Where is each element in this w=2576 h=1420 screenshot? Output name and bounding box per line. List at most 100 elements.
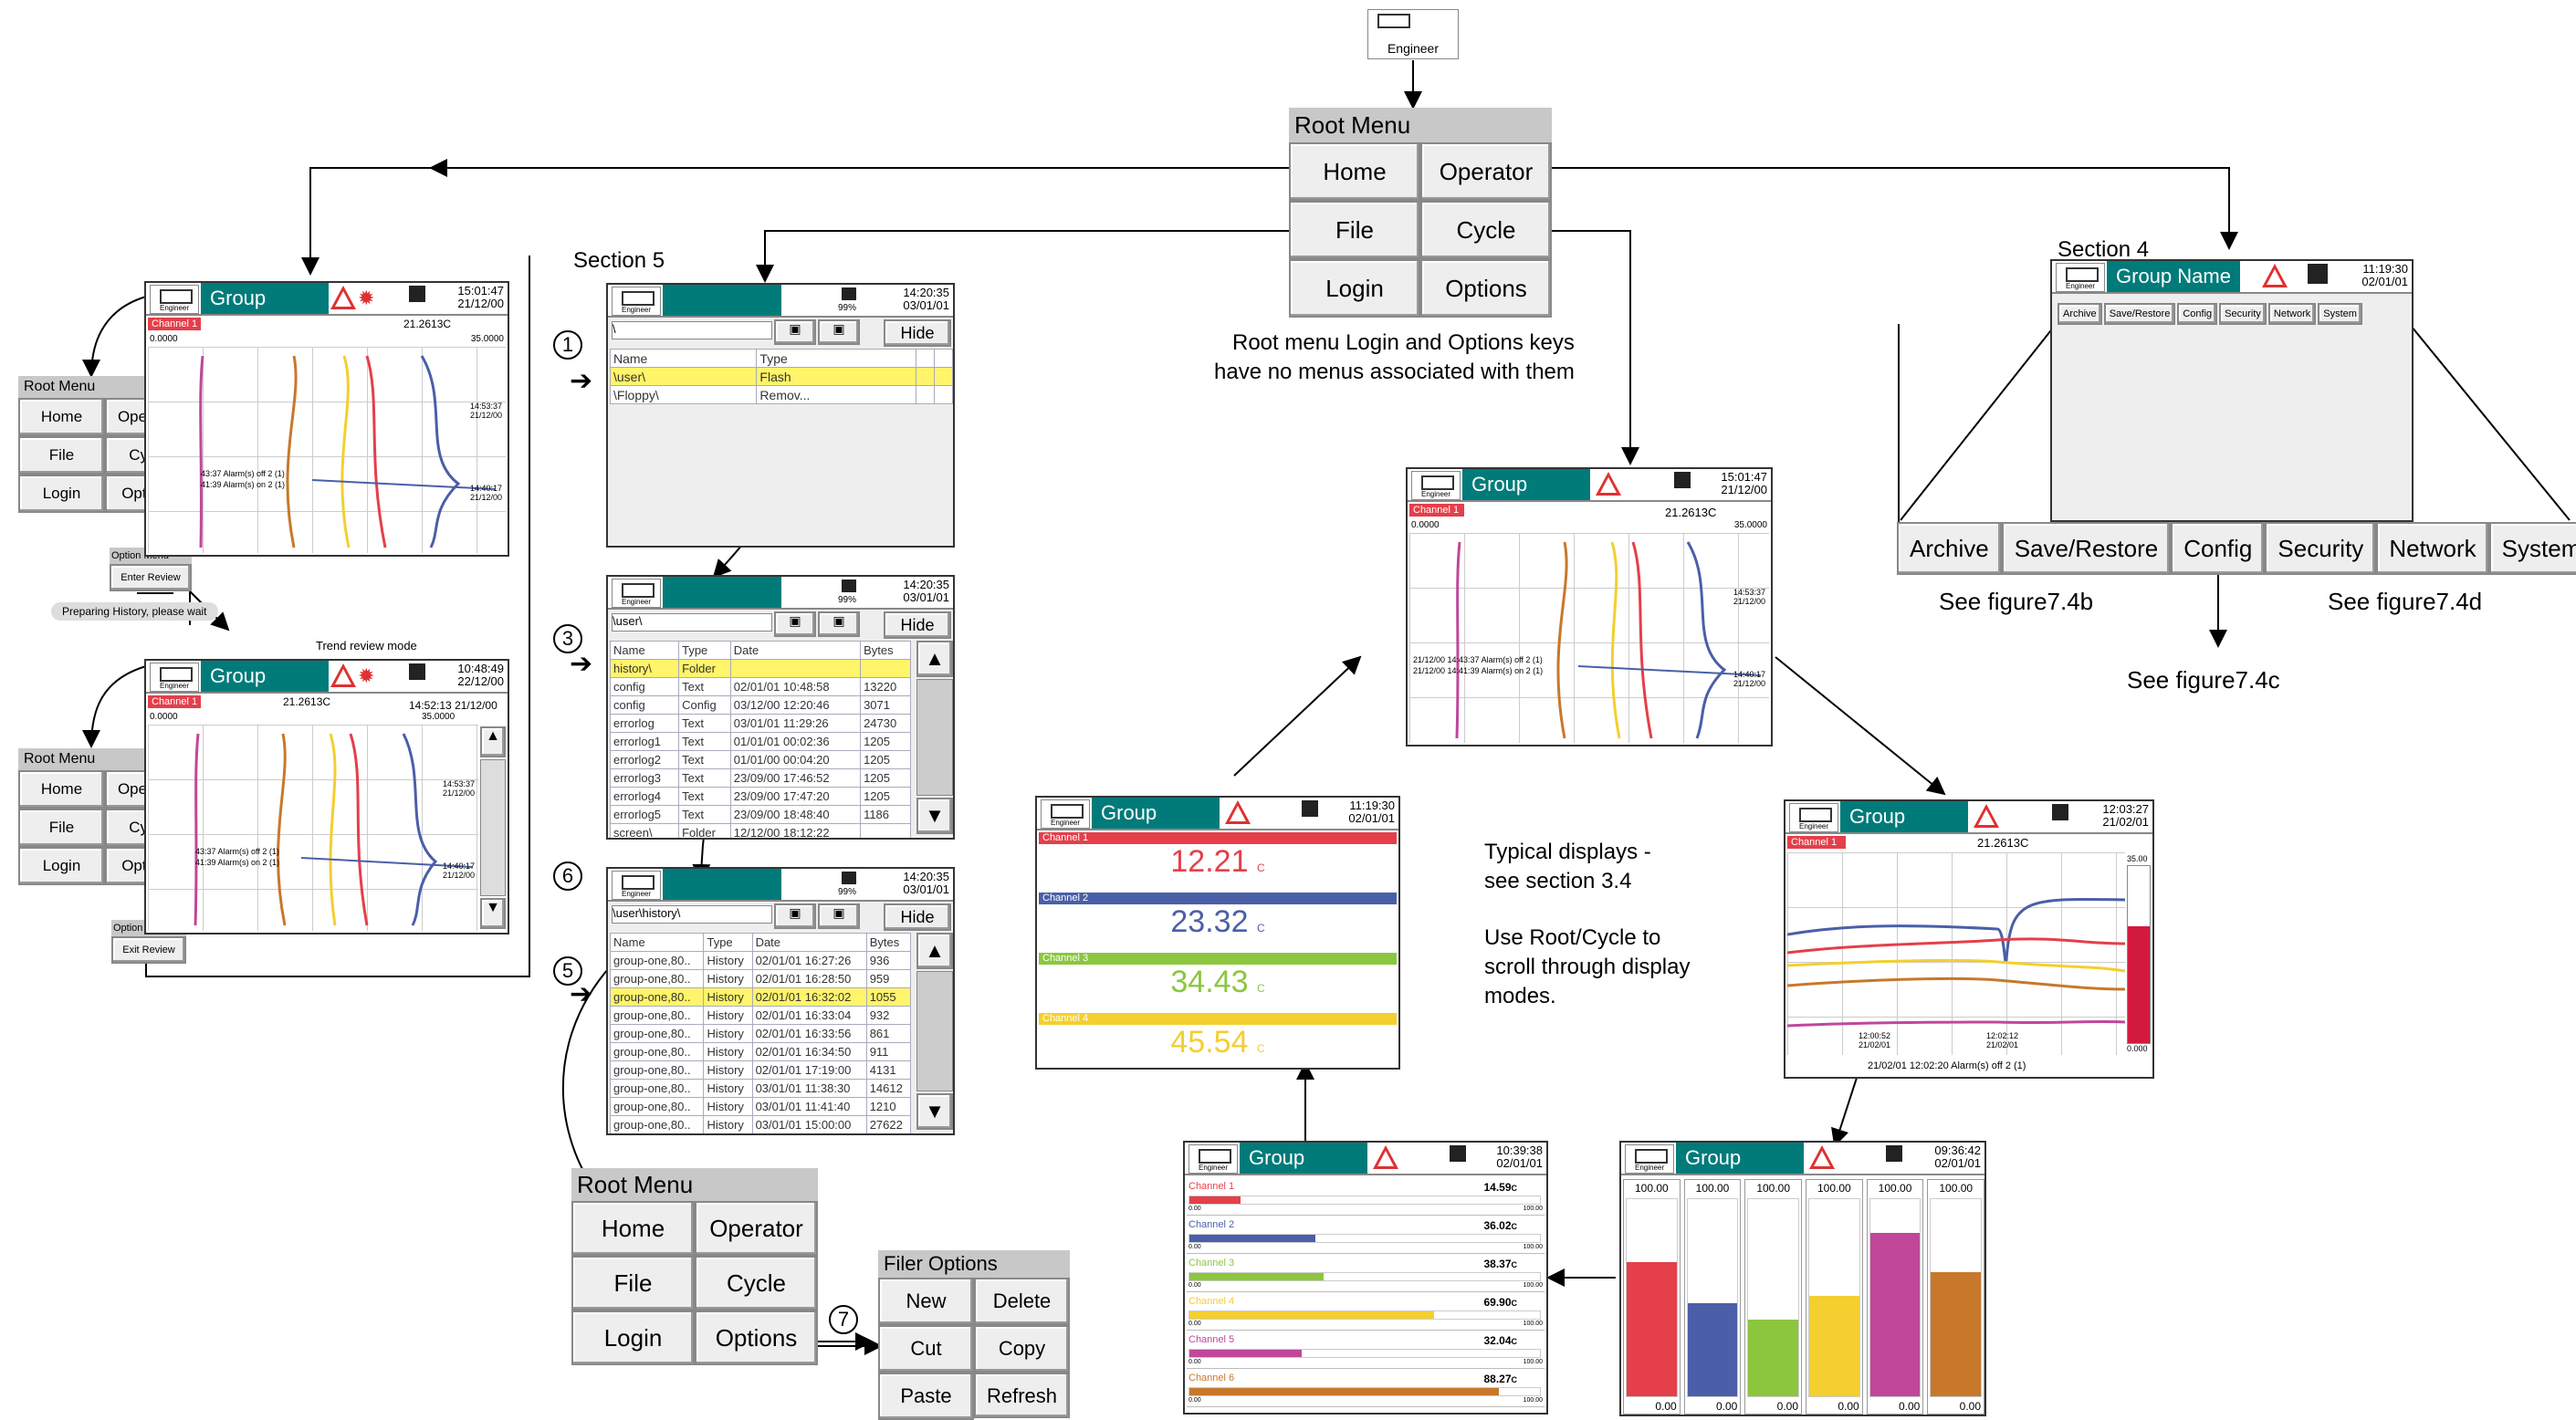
network-button[interactable]: Network bbox=[2376, 522, 2489, 575]
scroll-down-button[interactable]: ▼ bbox=[916, 798, 953, 834]
scroll-up-button[interactable]: ▲ bbox=[916, 641, 953, 677]
left-home-button[interactable]: Home bbox=[18, 398, 105, 436]
save-restore-button[interactable]: Save/Restore bbox=[2001, 522, 2172, 575]
alarm-icon bbox=[330, 286, 356, 309]
hide-button[interactable]: Hide bbox=[884, 319, 951, 347]
paste-button[interactable]: Paste bbox=[878, 1373, 974, 1420]
folder-up-button[interactable]: ▣ bbox=[774, 903, 816, 929]
scrollbar-track[interactable] bbox=[916, 971, 953, 1091]
options-button[interactable]: Options bbox=[1420, 259, 1552, 318]
save-restore-small-button[interactable]: Save/Restore bbox=[2103, 303, 2176, 325]
bar-fill bbox=[1189, 1196, 1241, 1204]
config-button[interactable]: Config bbox=[2171, 522, 2266, 575]
path-field[interactable]: \ bbox=[612, 321, 772, 339]
scroll-down-button[interactable]: ▼ bbox=[916, 1093, 953, 1130]
cycle-button-2[interactable]: Cycle bbox=[695, 1256, 818, 1310]
file-button-2[interactable]: File bbox=[571, 1256, 695, 1310]
scrollbar-track[interactable] bbox=[916, 679, 953, 796]
network-small-button[interactable]: Network bbox=[2267, 303, 2317, 325]
folder-up-button[interactable]: ▣ bbox=[774, 319, 816, 345]
archive-small-button[interactable]: Archive bbox=[2058, 303, 2102, 325]
date: 02/01/01 bbox=[2361, 275, 2408, 288]
path-field[interactable]: \user\history\ bbox=[612, 905, 772, 924]
exit-review-button[interactable]: Exit Review bbox=[111, 936, 186, 964]
review-scroll-down[interactable]: ▼ bbox=[480, 898, 506, 929]
group-name-bar bbox=[663, 869, 781, 900]
file-button[interactable]: File bbox=[1289, 201, 1420, 259]
cycle-button[interactable]: Cycle bbox=[1420, 201, 1552, 259]
system-small-button[interactable]: System bbox=[2318, 303, 2362, 325]
home-button-2[interactable]: Home bbox=[571, 1201, 695, 1256]
scroll-up-button[interactable]: ▲ bbox=[916, 933, 953, 969]
left-login-button[interactable]: Login bbox=[18, 475, 105, 513]
horizontal-traces bbox=[1787, 897, 2125, 1028]
left-login-button-2[interactable]: Login bbox=[18, 847, 105, 885]
alarm-icon bbox=[330, 663, 356, 687]
folder-up-button[interactable]: ▣ bbox=[774, 611, 816, 637]
engineer-icon[interactable]: Engineer bbox=[1367, 9, 1459, 59]
config-small-button[interactable]: Config bbox=[2177, 303, 2218, 325]
refresh-button[interactable]: Refresh bbox=[974, 1373, 1070, 1418]
hide-button[interactable]: Hide bbox=[884, 611, 951, 639]
delete-button[interactable]: Delete bbox=[974, 1278, 1070, 1325]
review-scrollbar[interactable] bbox=[480, 759, 506, 896]
left-home-button-2[interactable]: Home bbox=[18, 770, 105, 809]
hide-button[interactable]: Hide bbox=[884, 903, 951, 931]
options-button-2[interactable]: Options bbox=[695, 1310, 818, 1365]
channel-name: Channel 2 bbox=[1039, 893, 1397, 904]
home-button[interactable]: Home bbox=[1289, 142, 1420, 201]
bar-fill bbox=[1748, 1319, 1799, 1396]
left-file-button-2[interactable]: File bbox=[18, 809, 105, 847]
operator-button-2[interactable]: Operator bbox=[695, 1201, 818, 1256]
operator-button[interactable]: Operator bbox=[1420, 142, 1552, 201]
folder-open-button[interactable]: ▣ bbox=[818, 611, 860, 637]
copy-button[interactable]: Copy bbox=[974, 1325, 1070, 1373]
security-small-button[interactable]: Security bbox=[2219, 303, 2267, 325]
login-button[interactable]: Login bbox=[1289, 259, 1420, 318]
engineer-icon: Engineer bbox=[2056, 263, 2105, 292]
trend-review-mode-label: Trend review mode bbox=[316, 639, 417, 653]
group-name-bar bbox=[663, 577, 781, 608]
path-field[interactable]: \user\ bbox=[612, 613, 772, 632]
enter-review-button[interactable]: Enter Review bbox=[110, 564, 192, 591]
table-row[interactable]: history\Folder bbox=[609, 659, 911, 678]
archive-button[interactable]: Archive bbox=[1897, 522, 2002, 575]
folder-open-button[interactable]: ▣ bbox=[818, 903, 860, 929]
table-row[interactable]: \user\Flash bbox=[609, 367, 953, 386]
system-button[interactable]: System bbox=[2488, 522, 2576, 575]
new-button[interactable]: New bbox=[878, 1278, 974, 1325]
table-row[interactable]: \Floppy\Remov... bbox=[609, 385, 953, 404]
channel-name: Channel 5 bbox=[1189, 1334, 1235, 1345]
cut-button[interactable]: Cut bbox=[878, 1325, 974, 1373]
folder-open-button[interactable]: ▣ bbox=[818, 319, 860, 345]
step-6: 6 bbox=[553, 861, 582, 891]
see-figure-b: See figure7.4b bbox=[1939, 588, 2094, 615]
review-scroll-up[interactable]: ▲ bbox=[480, 726, 506, 757]
left-file-button[interactable]: File bbox=[18, 436, 105, 475]
login-button-2[interactable]: Login bbox=[571, 1310, 695, 1365]
security-button[interactable]: Security bbox=[2265, 522, 2377, 575]
scale-min: 0.0000 bbox=[1411, 520, 1440, 530]
